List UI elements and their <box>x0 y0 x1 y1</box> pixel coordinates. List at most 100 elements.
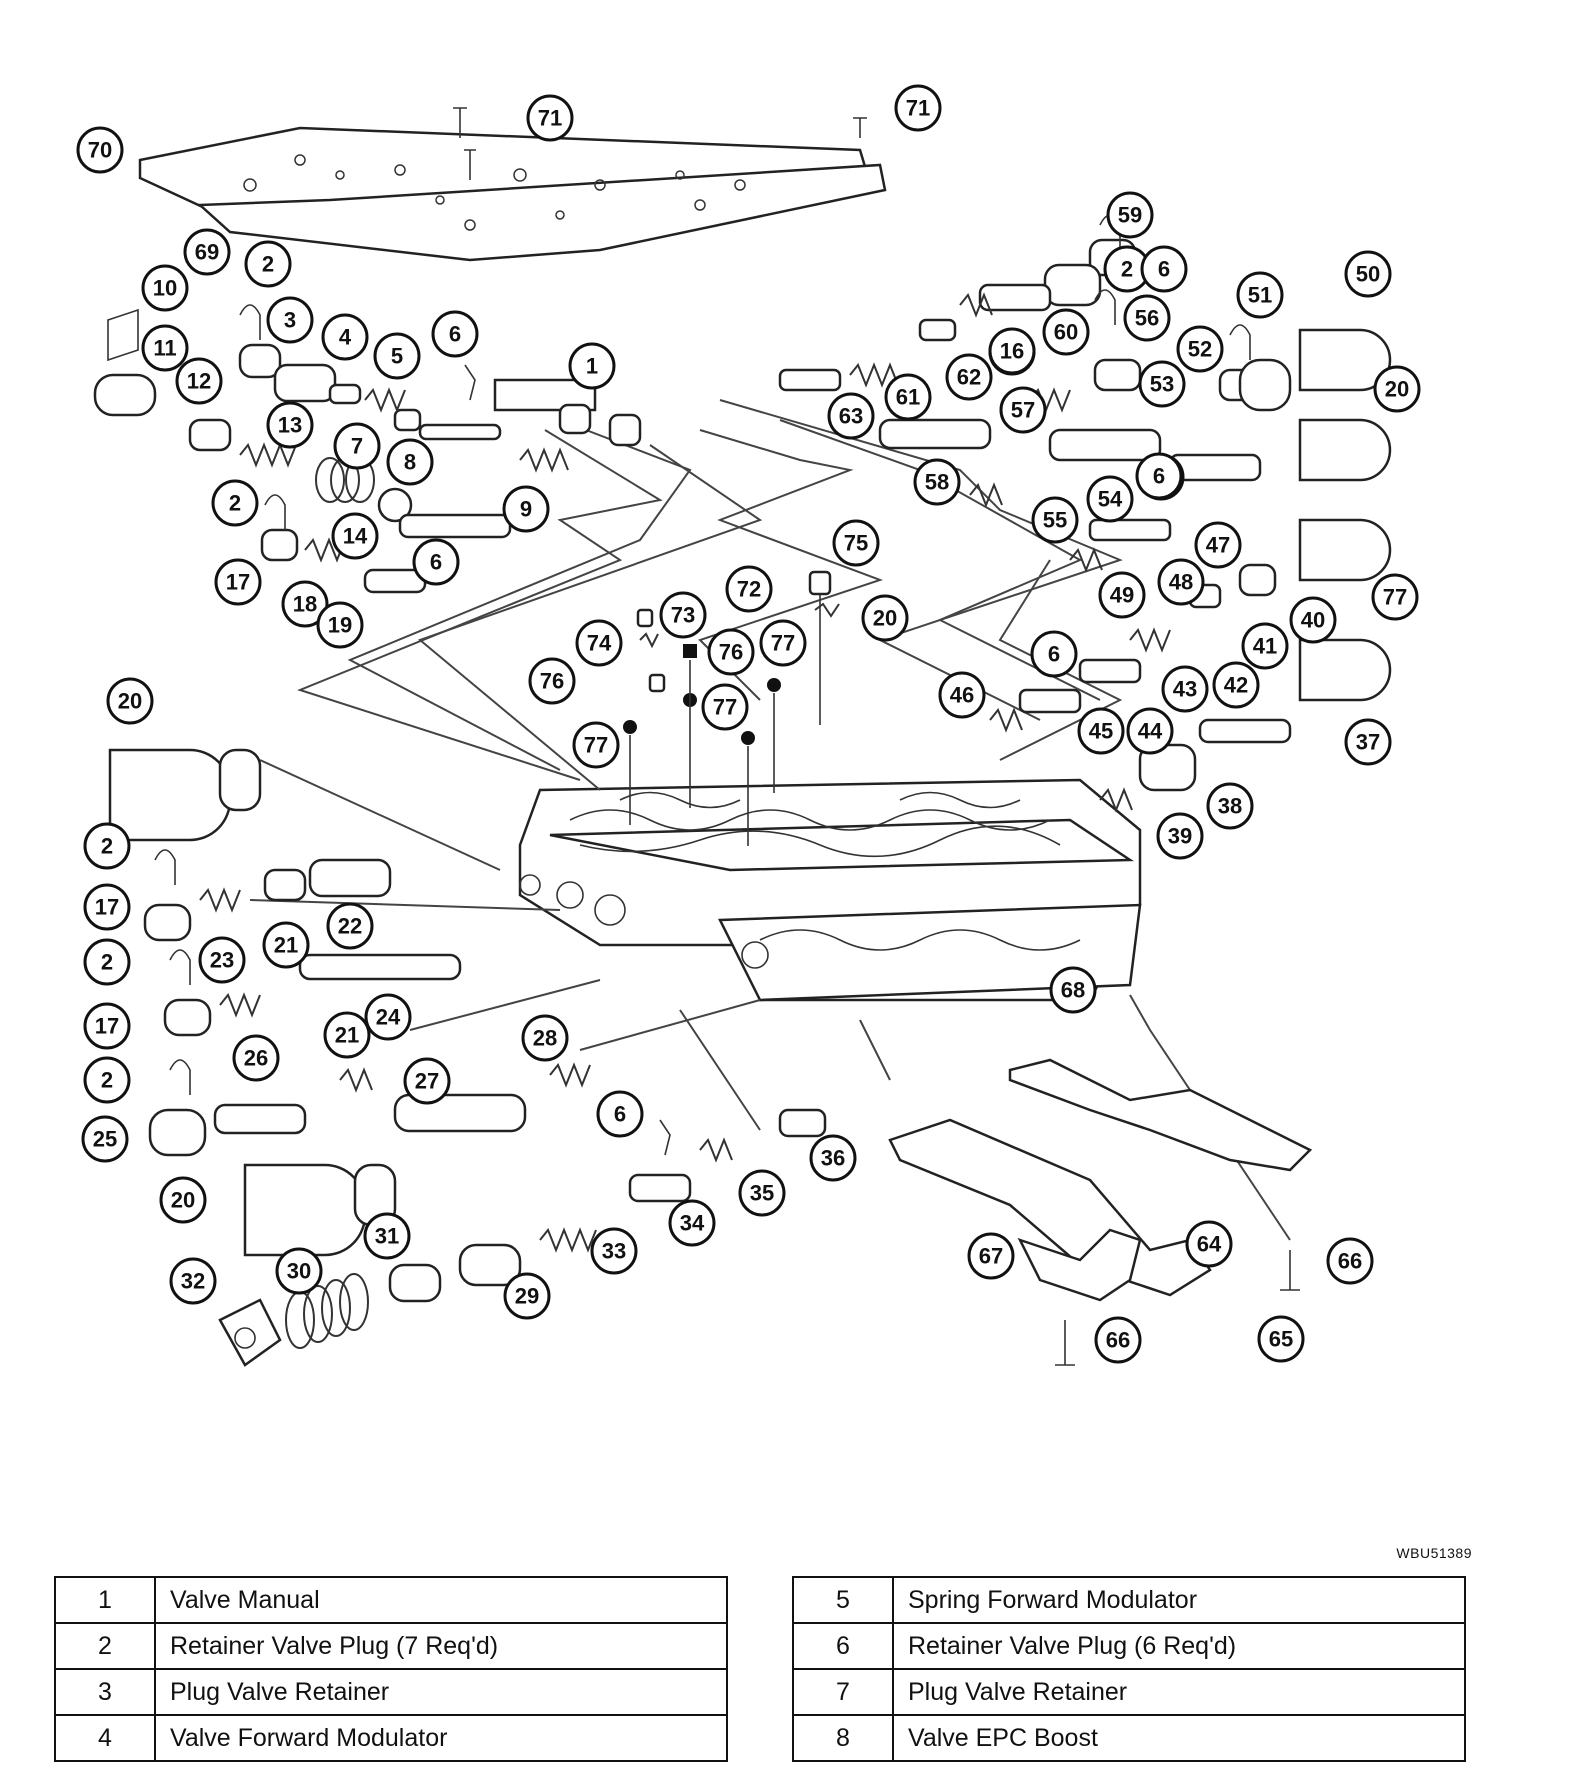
callout-number: 69 <box>195 240 219 265</box>
callout-number: 76 <box>719 640 743 665</box>
legend-number: 2 <box>54 1622 156 1670</box>
callout-number: 77 <box>713 695 737 720</box>
callout-9: 9 <box>502 485 550 533</box>
legend-description: Spring Forward Modulator <box>892 1576 1466 1624</box>
callout-52: 52 <box>1176 325 1224 373</box>
main-valve-body <box>518 778 1142 1002</box>
callout-53: 53 <box>1138 360 1186 408</box>
callout-20: 20 <box>106 677 154 725</box>
callout-number: 70 <box>88 138 112 163</box>
callout-number: 73 <box>671 603 695 628</box>
callout-number: 71 <box>906 96 930 121</box>
callout-number: 35 <box>750 1181 774 1206</box>
legend-number: 4 <box>54 1714 156 1762</box>
callout-number: 9 <box>520 497 532 522</box>
callout-number: 31 <box>375 1224 399 1249</box>
callout-number: 25 <box>93 1127 117 1152</box>
callout-4: 4 <box>321 313 369 361</box>
callout-20: 20 <box>159 1176 207 1224</box>
callout-number: 37 <box>1356 730 1380 755</box>
callout-number: 29 <box>515 1284 539 1309</box>
callout-number: 2 <box>101 1068 113 1093</box>
callout-number: 19 <box>328 613 352 638</box>
callout-60: 60 <box>1042 308 1090 356</box>
callout-number: 68 <box>1061 978 1085 1003</box>
callout-71: 71 <box>526 94 574 142</box>
callout-8: 8 <box>386 438 434 486</box>
callout-number: 59 <box>1118 203 1142 228</box>
callout-12: 12 <box>175 357 223 405</box>
callout-73: 73 <box>659 591 707 639</box>
callout-48: 48 <box>1157 558 1205 606</box>
callout-number: 6 <box>430 550 442 575</box>
callout-77: 77 <box>572 721 620 769</box>
callout-75: 75 <box>832 519 880 567</box>
callout-2: 2 <box>83 938 131 986</box>
callout-number: 10 <box>153 276 177 301</box>
callout-number: 60 <box>1054 320 1078 345</box>
callout-number: 1 <box>586 354 598 379</box>
callout-41: 41 <box>1241 622 1289 670</box>
callout-7: 7 <box>333 422 381 470</box>
callout-77: 77 <box>701 683 749 731</box>
plate-screws <box>453 107 867 180</box>
callout-number: 21 <box>335 1023 359 1048</box>
callout-32: 32 <box>169 1257 217 1305</box>
legend-number: 5 <box>792 1576 894 1624</box>
callout-number: 28 <box>533 1026 557 1051</box>
callout-number: 77 <box>1383 585 1407 610</box>
callout-70: 70 <box>76 126 124 174</box>
callout-19: 19 <box>316 601 364 649</box>
callout-76: 76 <box>707 628 755 676</box>
callout-number: 2 <box>262 252 274 277</box>
callout-68: 68 <box>1049 966 1097 1014</box>
legend-description: Valve EPC Boost <box>892 1714 1466 1762</box>
callout-24: 24 <box>364 993 412 1041</box>
callout-17: 17 <box>83 1002 131 1050</box>
upper-left-valve-train <box>93 304 642 594</box>
callout-77: 77 <box>1371 573 1419 621</box>
callout-21: 21 <box>323 1011 371 1059</box>
callout-49: 49 <box>1098 571 1146 619</box>
callout-number: 77 <box>584 733 608 758</box>
callout-42: 42 <box>1212 661 1260 709</box>
callout-27: 27 <box>403 1057 451 1105</box>
callout-number: 23 <box>210 948 234 973</box>
callout-21: 21 <box>262 921 310 969</box>
legend-number: 7 <box>792 1668 894 1716</box>
legend-description: Valve Forward Modulator <box>154 1714 728 1762</box>
callout-51: 51 <box>1236 271 1284 319</box>
callout-number: 48 <box>1169 570 1193 595</box>
callout-number: 20 <box>118 689 142 714</box>
callout-number: 42 <box>1224 673 1248 698</box>
callout-33: 33 <box>590 1227 638 1275</box>
callout-35: 35 <box>738 1169 786 1217</box>
callout-number: 17 <box>95 895 119 920</box>
callout-65: 65 <box>1257 1315 1305 1363</box>
callout-number: 20 <box>1385 377 1409 402</box>
callout-number: 58 <box>925 470 949 495</box>
callout-6: 6 <box>431 310 479 358</box>
callout-11: 11 <box>141 324 189 372</box>
callout-28: 28 <box>521 1014 569 1062</box>
callout-56: 56 <box>1123 294 1171 342</box>
callout-number: 72 <box>737 577 761 602</box>
callout-22: 22 <box>326 902 374 950</box>
callout-62: 62 <box>945 353 993 401</box>
callout-number: 20 <box>873 606 897 631</box>
callout-number: 4 <box>339 325 352 350</box>
callout-number: 33 <box>602 1239 626 1264</box>
callout-number: 6 <box>449 322 461 347</box>
callout-number: 20 <box>171 1188 195 1213</box>
callout-17: 17 <box>83 883 131 931</box>
callout-76: 76 <box>528 657 576 705</box>
legend-number: 6 <box>792 1622 894 1670</box>
legend-description: Plug Valve Retainer <box>892 1668 1466 1716</box>
callout-number: 74 <box>587 631 612 656</box>
